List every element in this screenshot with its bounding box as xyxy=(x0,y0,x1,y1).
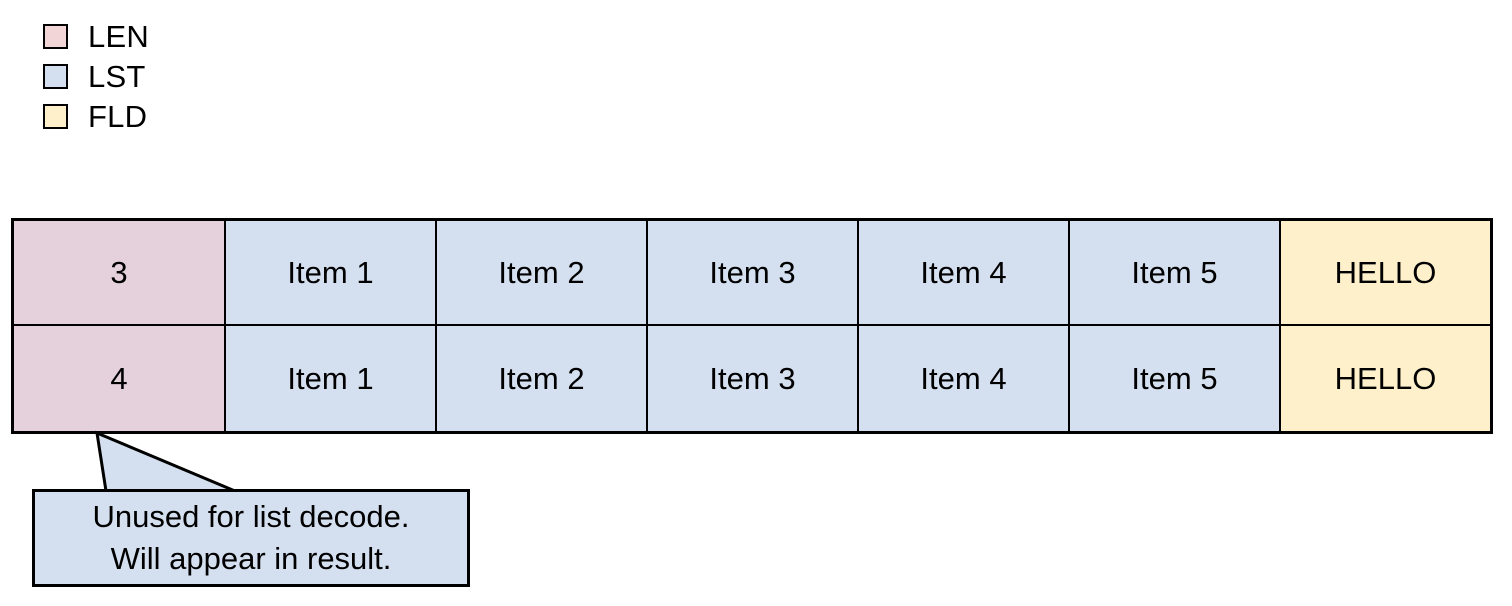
legend: LEN LST FLD xyxy=(43,16,443,136)
legend-label-lst: LST xyxy=(88,58,146,94)
cell-list-item: Item 2 xyxy=(437,221,648,324)
legend-label-fld: FLD xyxy=(88,98,148,134)
legend-item-fld: FLD xyxy=(43,96,443,136)
legend-item-len: LEN xyxy=(43,16,443,56)
callout-box: Unused for list decode. Will appear in r… xyxy=(32,489,470,587)
packet-layout-table: 3 Item 1 Item 2 Item 3 Item 4 Item 5 HEL… xyxy=(11,218,1493,434)
legend-swatch-fld-icon xyxy=(43,103,68,129)
legend-item-lst: LST xyxy=(43,56,443,96)
cell-list-item: Item 4 xyxy=(859,326,1070,431)
cell-field: HELLO xyxy=(1281,221,1490,324)
cell-list-item: Item 5 xyxy=(1070,326,1281,431)
legend-label-len: LEN xyxy=(88,18,149,54)
cell-len: 4 xyxy=(14,326,226,431)
cell-list-item: Item 1 xyxy=(226,221,437,324)
cell-list-item: Item 5 xyxy=(1070,221,1281,324)
table-row: 3 Item 1 Item 2 Item 3 Item 4 Item 5 HEL… xyxy=(14,221,1490,326)
cell-list-item: Item 3 xyxy=(648,326,859,431)
cell-len: 3 xyxy=(14,221,226,324)
callout-line-2: Will appear in result. xyxy=(110,541,392,576)
legend-swatch-lst-icon xyxy=(43,63,68,89)
cell-field: HELLO xyxy=(1281,326,1490,431)
cell-list-item: Item 4 xyxy=(859,221,1070,324)
callout-tail-icon xyxy=(95,430,236,493)
table-row: 4 Item 1 Item 2 Item 3 Item 4 Item 5 HEL… xyxy=(14,326,1490,431)
cell-list-item: Item 1 xyxy=(226,326,437,431)
cell-list-item: Item 3 xyxy=(648,221,859,324)
legend-swatch-len-icon xyxy=(43,23,68,49)
callout-line-1: Unused for list decode. xyxy=(92,499,410,534)
cell-list-item: Item 2 xyxy=(437,326,648,431)
